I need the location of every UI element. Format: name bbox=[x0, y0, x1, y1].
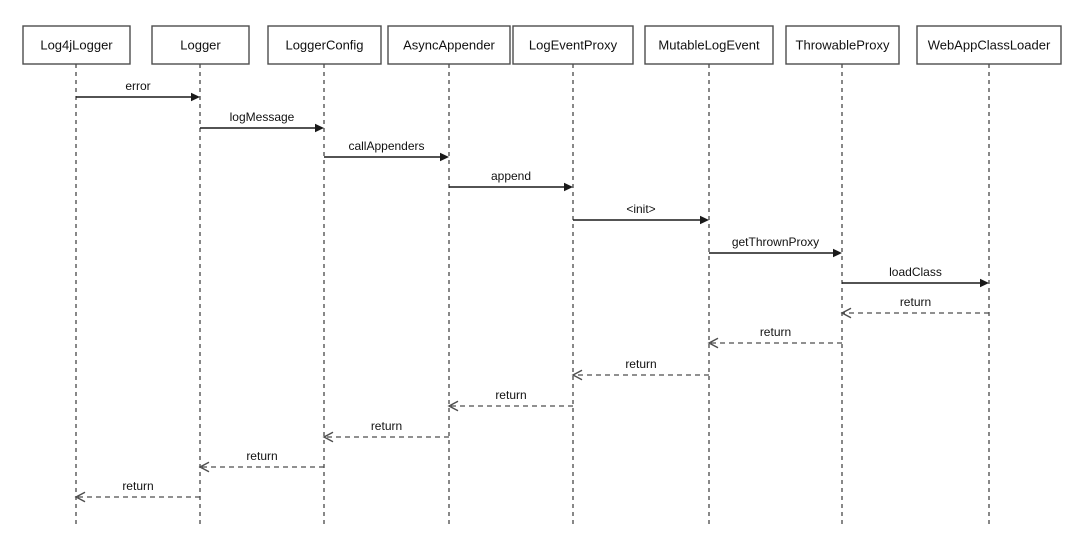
participant-box bbox=[387, 25, 511, 65]
participant-Logger[interactable]: Logger bbox=[151, 25, 250, 65]
message-return-12[interactable]: return bbox=[198, 449, 324, 473]
participant-box bbox=[151, 25, 250, 65]
participant-box bbox=[512, 25, 634, 65]
arrowhead-filled bbox=[980, 278, 989, 288]
participant-label: MutableLogEvent bbox=[658, 37, 760, 52]
message-label: return bbox=[122, 479, 153, 493]
participant-box bbox=[22, 25, 131, 65]
participant-MutableLogEvent[interactable]: MutableLogEvent bbox=[644, 25, 774, 65]
message-label: <init> bbox=[626, 202, 655, 216]
participants-layer: Log4jLogger Logger LoggerConfig AsyncAppend… bbox=[22, 25, 1062, 65]
message-return-7[interactable]: return bbox=[840, 295, 989, 319]
participant-label: Logger bbox=[180, 37, 221, 52]
participant-label: LogEventProxy bbox=[529, 37, 618, 52]
message-call-2[interactable]: callAppenders bbox=[324, 139, 449, 162]
arrowhead-open bbox=[447, 400, 459, 412]
participant-WebAppClassLoader[interactable]: WebAppClassLoader bbox=[916, 25, 1062, 65]
message-label: append bbox=[491, 169, 531, 183]
participant-AsyncAppender[interactable]: AsyncAppender bbox=[387, 25, 511, 65]
participant-LoggerConfig[interactable]: LoggerConfig bbox=[267, 25, 382, 65]
arrowhead-filled bbox=[700, 215, 709, 225]
message-label: callAppenders bbox=[348, 139, 424, 153]
message-label: getThrownProxy bbox=[732, 235, 819, 249]
message-return-10[interactable]: return bbox=[447, 388, 573, 412]
message-call-5[interactable]: getThrownProxy bbox=[709, 235, 842, 258]
participant-label: AsyncAppender bbox=[403, 37, 495, 52]
participant-label: ThrowableProxy bbox=[796, 37, 890, 52]
arrowhead-filled bbox=[315, 123, 324, 133]
message-label: return bbox=[246, 449, 277, 463]
participant-LogEventProxy[interactable]: LogEventProxy bbox=[512, 25, 634, 65]
message-call-4[interactable]: <init> bbox=[573, 202, 709, 225]
arrowhead-open bbox=[707, 337, 719, 349]
message-label: error bbox=[125, 79, 150, 93]
arrowhead-open bbox=[74, 491, 86, 503]
participant-label: LoggerConfig bbox=[285, 37, 363, 52]
message-label: return bbox=[495, 388, 526, 402]
message-return-9[interactable]: return bbox=[571, 357, 709, 381]
message-label: loadClass bbox=[889, 265, 942, 279]
arrowhead-filled bbox=[191, 92, 200, 102]
message-return-11[interactable]: return bbox=[322, 419, 449, 443]
message-call-3[interactable]: append bbox=[449, 169, 573, 192]
participant-box bbox=[916, 25, 1062, 65]
participant-label: WebAppClassLoader bbox=[928, 37, 1051, 52]
arrowhead-open bbox=[571, 369, 583, 381]
participant-label: Log4jLogger bbox=[40, 37, 113, 52]
arrowhead-open bbox=[840, 307, 852, 319]
participant-box bbox=[785, 25, 900, 65]
arrowhead-filled bbox=[833, 248, 842, 258]
message-label: return bbox=[625, 357, 656, 371]
message-label: return bbox=[760, 325, 791, 339]
participant-box bbox=[644, 25, 774, 65]
messages-layer: error logMessage callAppenders append <init>… bbox=[74, 79, 989, 503]
participant-ThrowableProxy[interactable]: ThrowableProxy bbox=[785, 25, 900, 65]
message-label: return bbox=[900, 295, 931, 309]
message-label: return bbox=[371, 419, 402, 433]
message-call-0[interactable]: error bbox=[76, 79, 200, 102]
arrowhead-open bbox=[198, 461, 210, 473]
arrowhead-open bbox=[322, 431, 334, 443]
message-label: logMessage bbox=[230, 110, 295, 124]
message-return-13[interactable]: return bbox=[74, 479, 200, 503]
lifelines-layer bbox=[75, 64, 990, 528]
participant-Log4jLogger[interactable]: Log4jLogger bbox=[22, 25, 131, 65]
arrowhead-filled bbox=[564, 182, 573, 192]
message-call-6[interactable]: loadClass bbox=[842, 265, 989, 288]
arrowhead-filled bbox=[440, 152, 449, 162]
message-return-8[interactable]: return bbox=[707, 325, 842, 349]
message-call-1[interactable]: logMessage bbox=[200, 110, 324, 133]
participant-box bbox=[267, 25, 382, 65]
